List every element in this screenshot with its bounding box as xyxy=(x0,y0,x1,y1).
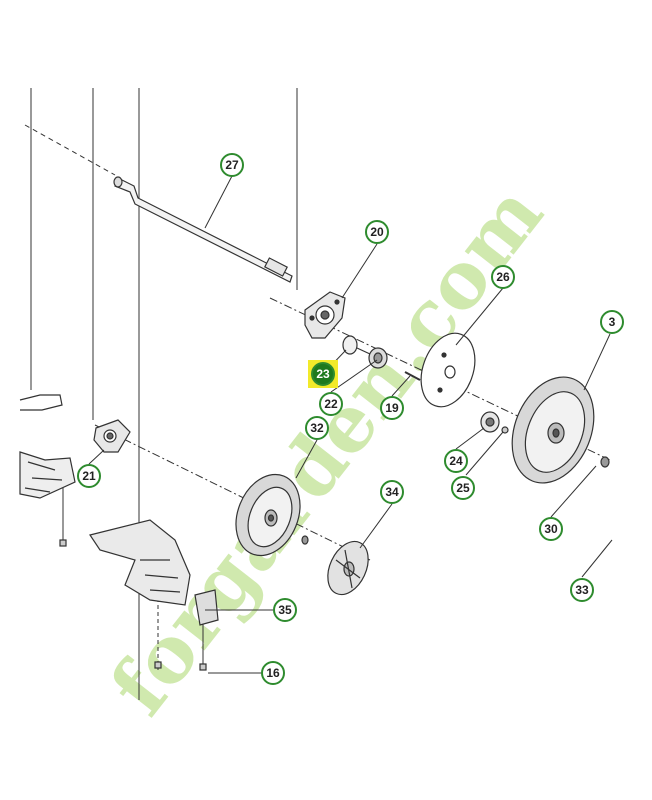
callout-16: 16 xyxy=(261,661,285,685)
callout-34: 34 xyxy=(380,480,404,504)
callout-25: 25 xyxy=(451,476,475,500)
part-rear-guard xyxy=(89,519,219,626)
part-pin xyxy=(404,371,421,381)
callout-circle xyxy=(319,392,343,416)
callout-circle xyxy=(380,480,404,504)
callout-label: 22 xyxy=(324,397,338,411)
callout-circle xyxy=(77,464,101,488)
callout-circle xyxy=(491,265,515,289)
callout-26: 26 xyxy=(491,265,515,289)
callout-30: 30 xyxy=(539,517,563,541)
callout-layer: 27 20 26 3 23 22 19 32 21 24 25 30 34 33 35 16 xyxy=(77,153,624,685)
watermark: forgarden.com xyxy=(93,169,561,732)
callout-circle xyxy=(311,362,335,386)
callout-23: 23 xyxy=(308,360,338,388)
callout-label: 34 xyxy=(385,485,399,499)
callout-32: 32 xyxy=(305,416,329,440)
part-disk xyxy=(420,332,476,408)
callout-circle xyxy=(570,578,594,602)
callout-19: 19 xyxy=(380,396,404,420)
callout-35: 35 xyxy=(273,598,297,622)
callout-label: 32 xyxy=(310,421,324,435)
part-bolts xyxy=(59,539,207,671)
callout-label: 24 xyxy=(449,454,463,468)
part-axle-rod xyxy=(113,176,293,283)
callout-20: 20 xyxy=(365,220,389,244)
parts xyxy=(19,176,610,671)
callout-label: 33 xyxy=(575,583,589,597)
callout-22: 22 xyxy=(319,392,343,416)
part-hubcap xyxy=(327,540,369,596)
callout-circle xyxy=(444,449,468,473)
callout-label: 25 xyxy=(456,481,470,495)
callout-circle xyxy=(380,396,404,420)
part-wheel-small xyxy=(235,473,309,557)
callout-circle xyxy=(220,153,244,177)
callout-label: 16 xyxy=(266,666,280,680)
callout-circle xyxy=(539,517,563,541)
callout-label: 26 xyxy=(496,270,510,284)
callout-3: 3 xyxy=(600,310,624,334)
callout-label: 20 xyxy=(370,225,384,239)
callout-circle xyxy=(451,476,475,500)
part-side-frame xyxy=(19,394,76,499)
callout-label: 19 xyxy=(385,401,399,415)
callout-circle xyxy=(261,661,285,685)
part-upper-bracket xyxy=(304,291,346,339)
callout-21: 21 xyxy=(77,464,101,488)
callout-label: 3 xyxy=(609,315,616,329)
callout-label: 30 xyxy=(544,522,558,536)
callout-label: 21 xyxy=(82,469,96,483)
callout-label: 23 xyxy=(316,367,330,381)
callout-circle xyxy=(273,598,297,622)
callout-circle xyxy=(365,220,389,244)
callout-circle xyxy=(600,310,624,334)
watermark-brand-text: forgarden.com xyxy=(93,169,561,732)
part-gear xyxy=(480,411,509,434)
callout-27: 27 xyxy=(220,153,244,177)
part-wheel-large xyxy=(511,376,610,484)
callout-33: 33 xyxy=(570,578,594,602)
part-lower-bracket xyxy=(93,419,131,453)
callout-24: 24 xyxy=(444,449,468,473)
callout-circle xyxy=(305,416,329,440)
callout-label: 35 xyxy=(278,603,292,617)
callout-label: 27 xyxy=(225,158,239,172)
